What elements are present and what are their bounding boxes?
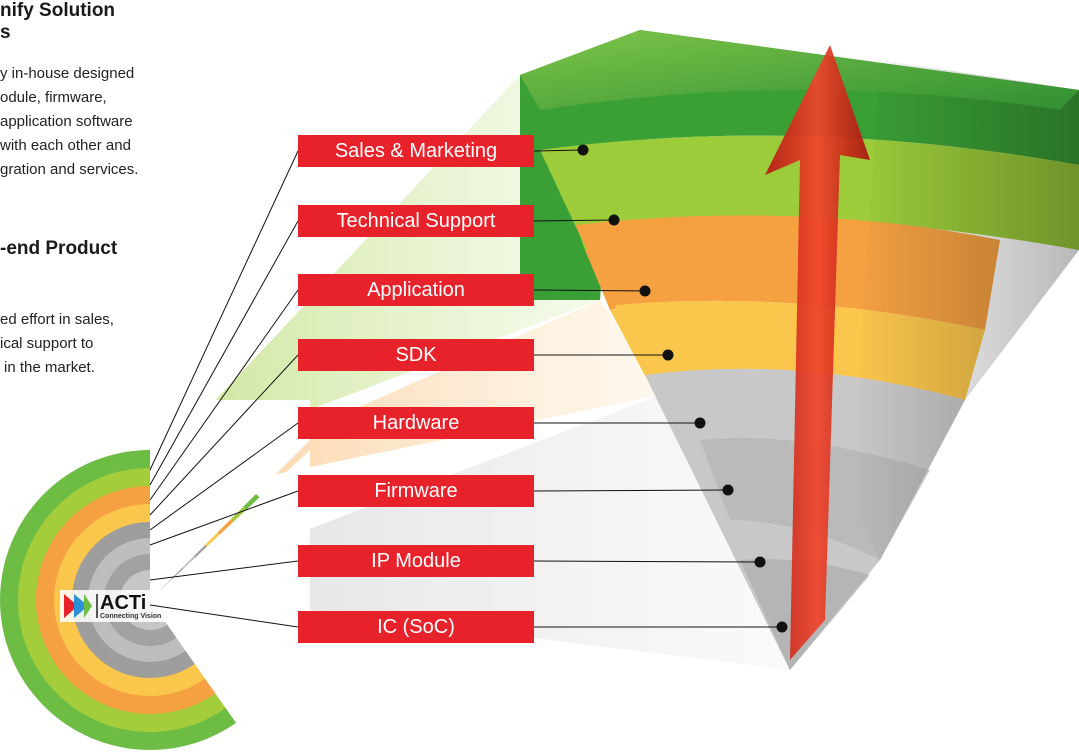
connector-line-left <box>149 354 299 516</box>
connector-dot <box>662 349 674 361</box>
connector-line-left <box>149 150 299 471</box>
connectors <box>149 144 788 633</box>
layer-label-ip-module: IP Module <box>298 545 534 577</box>
acti-logo <box>60 590 170 622</box>
connector-dot <box>639 285 651 297</box>
connector-dot <box>577 144 589 156</box>
layer-label-sales-marketing: Sales & Marketing <box>298 135 534 167</box>
logo-tagline: Connecting Vision <box>100 613 162 620</box>
logo-mark-icon <box>64 594 78 618</box>
connector-line-left <box>149 490 299 546</box>
para-1-line-1: y in-house designed <box>0 65 135 82</box>
layer-label-firmware: Firmware <box>298 475 534 507</box>
connector-line-right <box>533 289 646 292</box>
connector-line-left <box>149 560 299 581</box>
para-2-line-3: in the market. <box>4 359 95 376</box>
layer-label-technical-support: Technical Support <box>298 205 534 237</box>
connector-line-left <box>149 604 299 628</box>
layer-label-hardware: Hardware <box>298 407 534 439</box>
connector-line-left <box>149 422 299 531</box>
connector-line-right <box>533 149 584 152</box>
heading-1-line-2: s <box>0 22 11 43</box>
logo-name: ACTi <box>100 592 147 614</box>
heading-1-line-1: nify Solution <box>0 0 116 21</box>
layer-label-ic-soc: IC (SoC) <box>298 611 534 643</box>
connector-line-right <box>533 219 615 222</box>
beam-green <box>150 75 600 470</box>
heading-2: -end Product <box>0 238 118 259</box>
para-2-line-2: ical support to <box>0 335 94 352</box>
connector-dot <box>776 621 788 633</box>
connector-dot <box>608 214 620 226</box>
para-1-line-4: with each other and <box>0 137 131 154</box>
mini-disc <box>0 400 310 755</box>
para-1-line-2: odule, firmware, <box>0 89 107 106</box>
connector-dot <box>754 556 766 568</box>
para-2-line-1: ed effort in sales, <box>0 311 114 328</box>
connector-dot <box>694 417 706 429</box>
connector-dot <box>722 484 734 496</box>
connector-line-left <box>149 220 299 486</box>
connector-line-right <box>533 560 761 563</box>
connector-line-right <box>533 489 729 492</box>
layer-label-application: Application <box>298 274 534 306</box>
para-1-line-5: gration and services. <box>0 161 139 178</box>
layer-label-sdk: SDK <box>298 339 534 371</box>
growth-arrow <box>765 45 870 660</box>
connector-line-left <box>149 289 299 501</box>
para-1-line-3: application software <box>0 113 133 130</box>
